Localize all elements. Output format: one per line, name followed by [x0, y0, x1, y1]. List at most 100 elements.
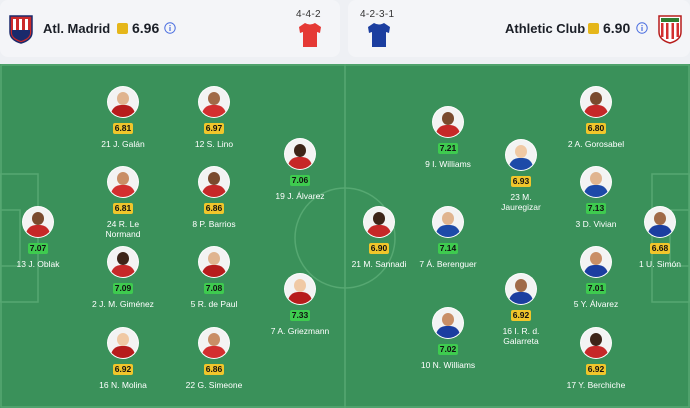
home-formation: 4-4-2 — [296, 9, 321, 20]
player-name-label: 21 M. Sannadi — [351, 259, 407, 269]
away-team-rating: 6.90 — [603, 20, 631, 36]
player-name-label: 9 I. Williams — [425, 159, 471, 169]
away-rating-icon — [588, 23, 599, 34]
away-kit-icon — [368, 23, 390, 47]
player-avatar — [198, 327, 230, 359]
player-away[interactable]: 6.80 2 A. Gorosabel — [551, 86, 641, 149]
player-rating-badge: 6.80 — [585, 123, 607, 134]
player-away[interactable]: 7.02 10 N. Williams — [403, 307, 493, 370]
player-rating-badge: 7.09 — [112, 283, 134, 294]
player-rating-badge: 6.90 — [368, 243, 390, 254]
player-away[interactable]: 7.14 7 Á. Berenguer — [403, 206, 493, 269]
player-home[interactable]: 6.86 8 P. Barrios — [169, 166, 259, 229]
player-rating-badge: 7.13 — [585, 203, 607, 214]
athletic-club-crest-icon — [658, 15, 682, 44]
atletico-madrid-crest-icon — [9, 15, 33, 44]
player-away[interactable]: 6.92 17 Y. Berchiche — [551, 327, 641, 390]
player-name-label: 13 J. Oblak — [16, 259, 60, 269]
player-rating-badge: 6.86 — [203, 364, 225, 375]
home-team-header: Atl. Madrid 6.96 4-4-2 — [0, 0, 340, 57]
player-rating-badge: 6.92 — [112, 364, 134, 375]
player-rating-badge: 7.14 — [437, 243, 459, 254]
player-avatar — [107, 327, 139, 359]
player-avatar — [432, 106, 464, 138]
info-icon[interactable] — [636, 22, 648, 34]
player-home[interactable]: 7.08 5 R. de Paul — [169, 246, 259, 309]
player-avatar — [198, 246, 230, 278]
player-rating-badge: 6.86 — [203, 203, 225, 214]
player-rating-badge: 7.06 — [289, 175, 311, 186]
player-name-label: 12 S. Lino — [194, 139, 234, 149]
player-avatar — [363, 206, 395, 238]
player-rating-badge: 7.07 — [27, 243, 49, 254]
player-home[interactable]: 7.07 13 J. Oblak — [0, 206, 83, 269]
player-rating-badge: 7.02 — [437, 344, 459, 355]
player-name-label: 21 J. Galán — [101, 139, 145, 149]
player-name-label: 10 N. Williams — [420, 360, 476, 370]
player-avatar — [580, 86, 612, 118]
player-avatar — [580, 166, 612, 198]
player-away[interactable]: 7.01 5 Y. Álvarez — [551, 246, 641, 309]
player-rating-badge: 6.92 — [585, 364, 607, 375]
player-avatar — [107, 246, 139, 278]
player-home[interactable]: 7.06 19 J. Álvarez — [255, 138, 345, 201]
player-name-label: 23 M. Jauregizar — [501, 192, 541, 212]
player-away[interactable]: 6.90 21 M. Sannadi — [334, 206, 424, 269]
player-home[interactable]: 6.86 22 G. Simeone — [169, 327, 259, 390]
player-rating-badge: 6.92 — [510, 310, 532, 321]
home-kit-icon — [299, 23, 321, 47]
player-name-label: 5 R. de Paul — [190, 299, 238, 309]
player-rating-badge: 7.21 — [437, 143, 459, 154]
player-home[interactable]: 7.33 7 A. Griezmann — [255, 273, 345, 336]
home-rating-icon — [117, 23, 128, 34]
player-away[interactable]: 7.13 3 D. Vivian — [551, 166, 641, 229]
player-rating-badge: 6.81 — [112, 123, 134, 134]
player-avatar — [432, 206, 464, 238]
player-avatar — [432, 307, 464, 339]
home-team-rating: 6.96 — [132, 20, 160, 36]
player-name-label: 5 Y. Álvarez — [573, 299, 619, 309]
player-rating-badge: 7.01 — [585, 283, 607, 294]
player-name-label: 8 P. Barrios — [192, 219, 236, 229]
player-name-label: 24 R. Le Normand — [105, 219, 141, 239]
player-avatar — [22, 206, 54, 238]
player-rating-badge: 6.97 — [203, 123, 225, 134]
player-name-label: 7 Á. Berenguer — [419, 259, 477, 269]
player-avatar — [198, 86, 230, 118]
player-name-label: 22 G. Simeone — [185, 380, 243, 390]
player-avatar — [107, 166, 139, 198]
player-avatar — [284, 273, 316, 305]
player-name-label: 2 A. Gorosabel — [567, 139, 625, 149]
player-name-label: 19 J. Álvarez — [275, 191, 325, 201]
player-avatar — [198, 166, 230, 198]
player-avatar — [580, 327, 612, 359]
away-team-header: 4-2-3-1 Athletic Club 6.90 — [348, 0, 690, 57]
player-avatar — [107, 86, 139, 118]
player-avatar — [505, 139, 537, 171]
home-team-name[interactable]: Atl. Madrid — [43, 21, 111, 36]
player-rating-badge: 7.33 — [289, 310, 311, 321]
player-avatar — [580, 246, 612, 278]
player-away[interactable]: 6.93 23 M. Jauregizar — [491, 139, 551, 212]
player-avatar — [505, 273, 537, 305]
player-rating-badge: 6.93 — [510, 176, 532, 187]
player-name-label: 7 A. Griezmann — [270, 326, 330, 336]
player-home[interactable]: 6.81 21 J. Galán — [78, 86, 168, 149]
player-name-label: 3 D. Vivian — [575, 219, 617, 229]
player-avatar — [644, 206, 676, 238]
away-team-name[interactable]: Athletic Club — [505, 21, 586, 36]
away-formation: 4-2-3-1 — [360, 9, 395, 20]
player-home[interactable]: 6.97 12 S. Lino — [169, 86, 259, 149]
info-icon[interactable] — [164, 22, 176, 34]
player-avatar — [284, 138, 316, 170]
player-name-label: 17 Y. Berchiche — [566, 380, 626, 390]
player-away[interactable]: 7.21 9 I. Williams — [403, 106, 493, 169]
player-rating-badge: 6.68 — [649, 243, 671, 254]
player-rating-badge: 7.08 — [203, 283, 225, 294]
